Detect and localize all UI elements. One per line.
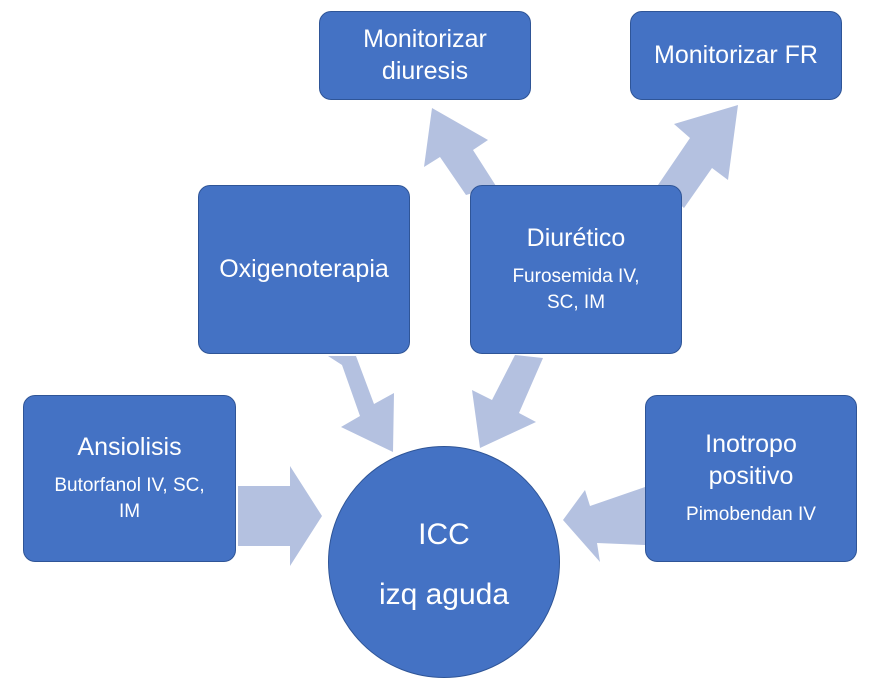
center-circle: ICC izq aguda — [328, 446, 560, 678]
center-title: ICC — [418, 518, 470, 551]
oxigenoterapia-title: Oxigenoterapia — [219, 254, 389, 283]
oxigenoterapia-box: Oxigenoterapia — [198, 185, 410, 354]
diuretico-box: Diurético Furosemida IV, SC, IM — [470, 185, 682, 354]
ansiolisis-box: Ansiolisis Butorfanol IV, SC, IM — [23, 395, 236, 562]
diuretico-subtitle: Furosemida IV, SC, IM — [512, 266, 640, 314]
inotropo-box: Inotropo positivo Pimobendan IV — [645, 395, 857, 562]
diuretico-title: Diurético — [526, 224, 626, 253]
arrow-inotropo-to-center — [563, 487, 645, 562]
arrow-diuretico-to-monitorizar-diuresis — [424, 108, 496, 195]
monitorizar-fr-box: Monitorizar FR — [630, 11, 842, 100]
monitorizar-diuresis-title: Monitorizar diuresis — [363, 25, 487, 85]
monitorizar-diuresis-box: Monitorizar diuresis — [319, 11, 531, 100]
center-subtitle: izq aguda — [378, 578, 510, 611]
inotropo-title: Inotropo positivo — [705, 430, 797, 490]
arrow-diuretico-to-center — [472, 355, 543, 448]
arrow-oxigenoterapia-to-center — [328, 356, 394, 452]
ansiolisis-subtitle: Butorfanol IV, SC, IM — [54, 475, 205, 523]
monitorizar-fr-title: Monitorizar FR — [654, 40, 818, 69]
ansiolisis-title: Ansiolisis — [77, 433, 182, 462]
arrow-diuretico-to-monitorizar-fr — [658, 105, 738, 208]
inotropo-subtitle: Pimobendan IV — [686, 503, 816, 525]
arrow-ansiolisis-to-center — [238, 466, 322, 566]
